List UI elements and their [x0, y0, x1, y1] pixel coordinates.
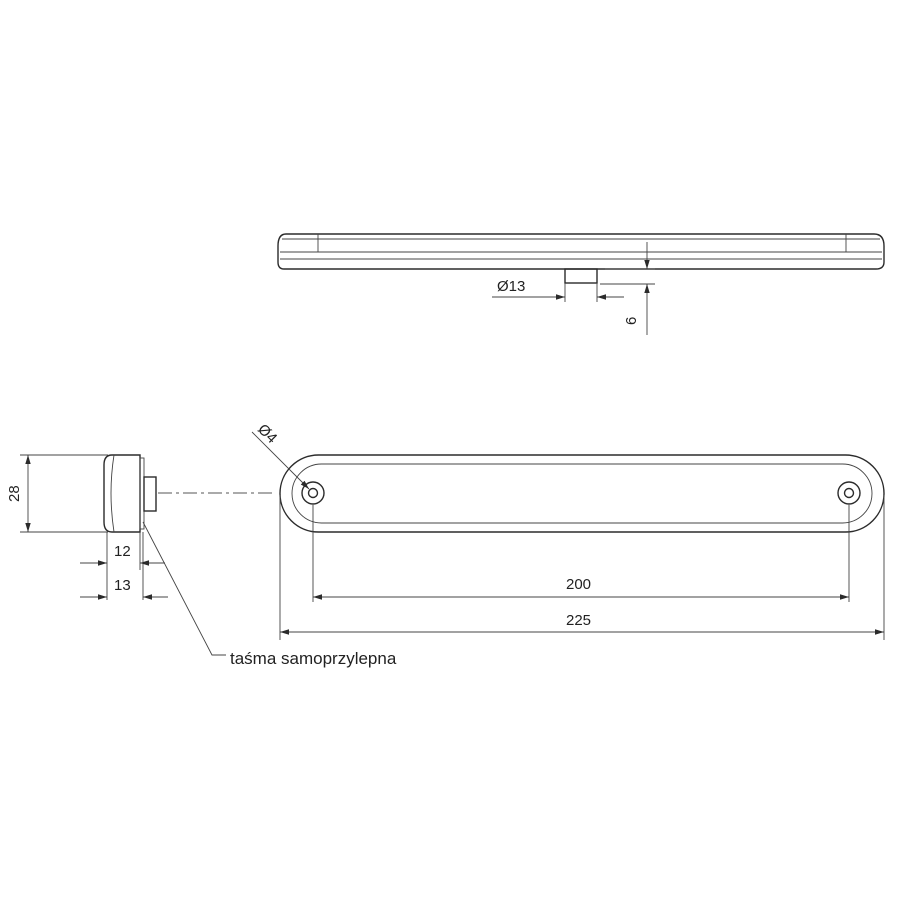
- tape-annotation-label: taśma samoprzylepna: [230, 649, 397, 668]
- height-28-label: 28: [6, 485, 23, 502]
- spacing-200-label: 200: [566, 576, 591, 593]
- depth-13-label: 13: [114, 577, 131, 594]
- mounting-hole-right-inner: [843, 487, 855, 499]
- mounting-hole-right-outer: [837, 481, 861, 505]
- hole-4-leader: [251, 431, 310, 490]
- front-view-outer-outline: [279, 454, 885, 533]
- length-225-label: 225: [566, 612, 591, 629]
- side-view-connector: [143, 476, 157, 512]
- depth-12-label: 12: [114, 543, 131, 560]
- front-view: Ø4 200 225: [251, 421, 885, 640]
- mounting-hole-left-outer: [301, 481, 325, 505]
- top-view-body-outline: [277, 233, 885, 270]
- mounting-hole-left-inner: [307, 487, 319, 499]
- hole-13-label: Ø13: [497, 278, 525, 295]
- side-view: 28 12 13 taśma samoprzylepna: [6, 454, 397, 668]
- top-view-connector: [564, 268, 598, 284]
- front-view-inner-outline: [291, 463, 873, 524]
- tape-leader-line: [142, 521, 226, 656]
- height-6-label: 6: [623, 317, 640, 325]
- hole-4-label: Ø4: [254, 421, 280, 447]
- top-view: Ø13 6: [277, 233, 885, 335]
- side-view-lens-curve: [110, 454, 115, 533]
- side-view-body: [103, 454, 141, 533]
